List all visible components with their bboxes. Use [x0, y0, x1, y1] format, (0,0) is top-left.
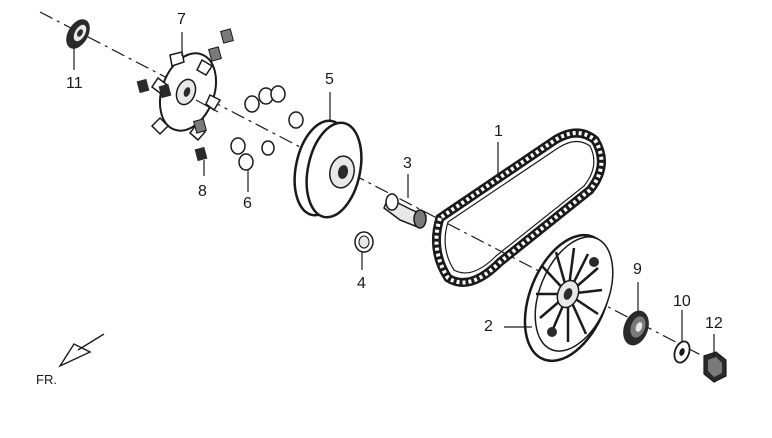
bushing-part	[354, 231, 374, 253]
slider-parts	[136, 28, 234, 162]
callout-3: 3	[403, 155, 412, 172]
center-axis	[39, 11, 721, 366]
movable-drive-face-part	[523, 233, 614, 363]
drive-belt-part	[431, 128, 606, 287]
one-way-clutch-part	[623, 310, 649, 346]
callout-11: 11	[66, 75, 83, 92]
callout-2: 2	[484, 318, 493, 335]
callout-10: 10	[673, 293, 691, 310]
drive-pulley-face-part	[293, 119, 363, 219]
collar-part	[383, 193, 428, 229]
washer-part	[673, 340, 691, 364]
callout-12: 12	[705, 315, 723, 332]
nut-part	[703, 351, 727, 383]
oil-seal-part	[66, 19, 90, 49]
callout-9: 9	[633, 261, 642, 278]
callout-5: 5	[325, 71, 334, 88]
callout-1: 1	[494, 123, 503, 140]
callout-6: 6	[243, 195, 252, 212]
callout-8: 8	[198, 183, 207, 200]
callout-7: 7	[177, 11, 186, 28]
front-direction-label: FR.	[36, 372, 57, 387]
front-direction-arrow-icon	[58, 333, 105, 368]
weight-roller-parts	[230, 85, 304, 171]
ramp-plate-part	[150, 51, 222, 142]
callout-4: 4	[357, 275, 366, 292]
leader-lines	[73, 32, 715, 356]
